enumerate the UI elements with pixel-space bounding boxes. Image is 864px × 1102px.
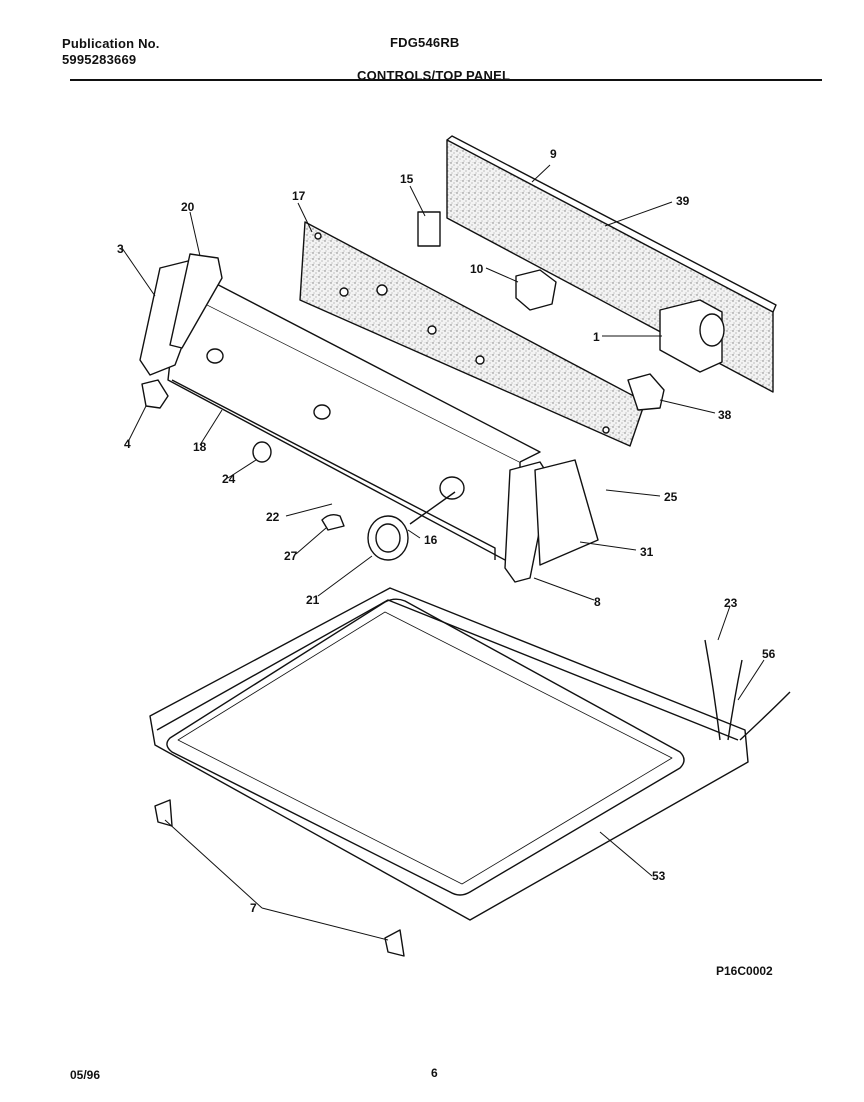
callout-15: 15 — [400, 172, 414, 186]
top-panel-recess — [166, 598, 685, 896]
callout-21: 21 — [306, 593, 320, 607]
knob-4 — [141, 379, 169, 409]
page-number: 6 — [431, 1066, 438, 1080]
leader-lines — [121, 164, 765, 941]
knob-24 — [252, 441, 272, 463]
shaft-16 — [409, 491, 456, 525]
callout-39: 39 — [676, 194, 690, 208]
publication-label: Publication No. — [62, 36, 160, 51]
footer-date: 05/96 — [70, 1068, 101, 1082]
hinge-bracket-lower — [384, 929, 405, 957]
callout-25: 25 — [664, 490, 678, 504]
top-panel — [149, 587, 749, 921]
control-panel-back-top — [446, 135, 777, 313]
callout-27: 27 — [284, 549, 298, 563]
callout-18: 18 — [193, 440, 207, 454]
wire-harness — [704, 639, 721, 741]
callout-23: 23 — [724, 596, 738, 610]
console-frame — [299, 221, 646, 447]
callout-4: 4 — [124, 437, 131, 451]
switch — [417, 211, 441, 247]
callout-24: 24 — [222, 472, 236, 486]
callout-10: 10 — [470, 262, 484, 276]
callout-17: 17 — [292, 189, 306, 203]
figure-code: P16C0002 — [716, 964, 773, 978]
callout-56: 56 — [762, 647, 776, 661]
selector-switch — [515, 269, 557, 311]
top-panel-inner — [177, 611, 673, 885]
callout-38: 38 — [718, 408, 732, 422]
callout-3: 3 — [117, 242, 124, 256]
callout-53: 53 — [652, 869, 666, 883]
hinge-bracket-upper — [154, 799, 173, 827]
callout-20: 20 — [181, 200, 195, 214]
callout-9: 9 — [550, 147, 557, 161]
callout-31: 31 — [640, 545, 654, 559]
control-panel-lower-edge — [171, 379, 496, 560]
callout-1: 1 — [593, 330, 600, 344]
clip-27 — [321, 513, 345, 531]
callout-22: 22 — [266, 510, 280, 524]
callout-7: 7 — [250, 901, 257, 915]
callout-16: 16 — [424, 533, 438, 547]
end-cap-left-inner — [169, 253, 223, 349]
callout-labels: 9 39 15 17 20 3 10 1 38 4 18 24 25 22 27… — [117, 147, 776, 915]
header-rule — [70, 79, 822, 81]
buzzer-switch — [627, 373, 665, 411]
model-number: FDG546RB — [390, 35, 460, 50]
publication-number: 5995283669 — [62, 52, 137, 67]
callout-8: 8 — [594, 595, 601, 609]
end-cap-right-inner — [534, 459, 599, 566]
